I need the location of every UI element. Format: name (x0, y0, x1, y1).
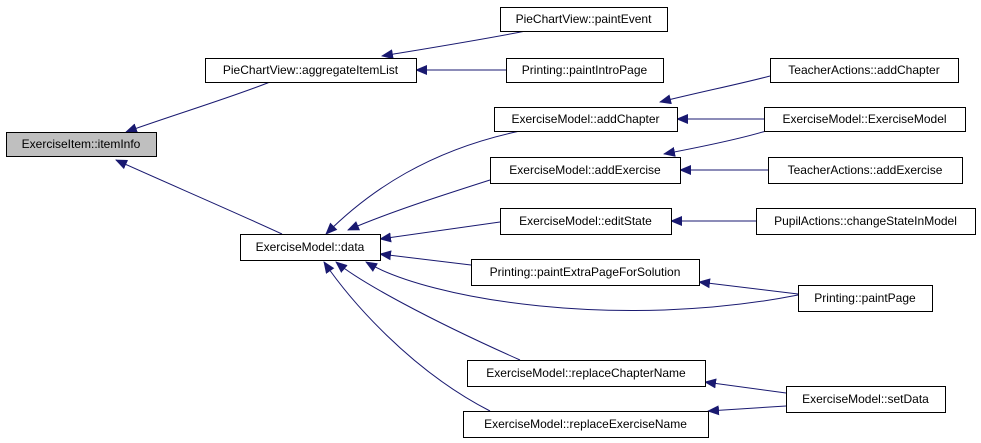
edge-arrow (659, 75, 771, 105)
node-label: ExerciseModel::editState (519, 214, 652, 228)
node-itemInfo[interactable]: ExerciseItem::itemInfo (6, 132, 157, 157)
node-taAddChapter[interactable]: TeacherActions::addChapter (770, 58, 959, 83)
edge-arrow (663, 130, 767, 157)
node-label: PieChartView::aggregateItemList (223, 63, 399, 77)
node-box[interactable] (756, 208, 976, 235)
node-paintExtraPage[interactable]: Printing::paintExtraPageForSolution (471, 259, 700, 286)
node-box[interactable] (798, 285, 933, 312)
node-box[interactable] (764, 107, 966, 132)
node-replaceChapterName[interactable]: ExerciseModel::replaceChapterName (467, 360, 706, 387)
edge-exerciseModelCtor-to-addExercise (663, 130, 767, 157)
edge-addChapter-to-data (325, 130, 521, 235)
edge-paintPage-to-data (365, 261, 799, 312)
node-addChapter[interactable]: ExerciseModel::addChapter (494, 107, 678, 132)
edge-setData-to-replaceChapterName (704, 378, 787, 394)
edge-arrow (325, 130, 521, 235)
node-addExercise[interactable]: ExerciseModel::addExercise (490, 157, 681, 184)
node-box[interactable] (463, 411, 709, 438)
node-label: PieChartView::paintEvent (516, 12, 653, 26)
node-box[interactable] (500, 208, 672, 235)
edge-addExercise-to-data (347, 179, 491, 231)
edge-editState-to-data (379, 221, 501, 243)
edge-arrow (379, 250, 472, 266)
node-setData[interactable]: ExerciseModel::setData (786, 386, 946, 413)
node-label: Printing::paintPage (814, 291, 916, 305)
node-label: Printing::paintExtraPageForSolution (490, 265, 681, 279)
edge-arrow (707, 405, 787, 416)
edge-setData-to-replaceExerciseName (707, 405, 787, 416)
edge-arrow (379, 221, 501, 243)
node-aggregateItemList[interactable]: PieChartView::aggregateItemList (205, 58, 417, 83)
node-box[interactable] (467, 360, 706, 387)
node-box[interactable] (6, 132, 157, 157)
edge-replaceExerciseName-to-data (323, 261, 491, 412)
edge-paintExtraPage-to-data (379, 250, 472, 266)
edge-arrow (381, 30, 527, 60)
node-editState[interactable]: ExerciseModel::editState (500, 208, 672, 235)
node-label: ExerciseModel::replaceChapterName (486, 366, 686, 380)
node-box[interactable] (768, 157, 963, 184)
node-box[interactable] (770, 58, 959, 83)
node-box[interactable] (240, 234, 381, 261)
node-box[interactable] (490, 157, 681, 184)
node-label: TeacherActions::addExercise (788, 163, 943, 177)
node-box[interactable] (786, 386, 946, 413)
node-label: ExerciseModel::addExercise (509, 163, 661, 177)
edge-arrow (704, 378, 787, 394)
edge-arrow (125, 81, 271, 133)
node-replaceExerciseName[interactable]: ExerciseModel::replaceExerciseName (463, 411, 709, 438)
nodes-layer: ExerciseItem::itemInfo PieChartView::aggr… (6, 7, 976, 438)
edge-paintPage-to-paintExtraPage (698, 278, 799, 295)
edge-paintEvent-to-aggregateItemList (381, 30, 527, 60)
edge-arrow (115, 159, 283, 235)
edge-data-to-itemInfo (115, 159, 283, 235)
node-paintPage[interactable]: Printing::paintPage (798, 285, 933, 312)
edges-layer (115, 30, 799, 416)
node-label: TeacherActions::addChapter (788, 63, 939, 77)
edge-arrow (347, 179, 491, 231)
node-label: ExerciseModel::data (256, 240, 365, 254)
node-paintEvent[interactable]: PieChartView::paintEvent (500, 7, 668, 32)
node-changeStateInModel[interactable]: PupilActions::changeStateInModel (756, 208, 976, 235)
edge-aggregateItemList-to-itemInfo (125, 81, 271, 133)
node-paintIntroPage[interactable]: Printing::paintIntroPage (506, 58, 664, 83)
edge-arrow (365, 261, 799, 312)
edge-taAddChapter-to-addChapter (659, 75, 771, 105)
node-data[interactable]: ExerciseModel::data (240, 234, 381, 261)
edge-arrow (335, 261, 521, 361)
edge-arrow (323, 261, 491, 412)
edge-arrow (698, 278, 799, 295)
node-box[interactable] (471, 259, 700, 286)
node-taAddExercise[interactable]: TeacherActions::addExercise (768, 157, 963, 184)
node-label: ExerciseModel::replaceExerciseName (484, 417, 687, 431)
node-label: ExerciseItem::itemInfo (22, 137, 141, 151)
node-label: ExerciseModel::addChapter (511, 112, 659, 126)
node-label: ExerciseModel::ExerciseModel (782, 112, 946, 126)
node-exerciseModelCtor[interactable]: ExerciseModel::ExerciseModel (764, 107, 966, 132)
node-label: Printing::paintIntroPage (522, 63, 648, 77)
node-box[interactable] (494, 107, 678, 132)
edge-replaceChapterName-to-data (335, 261, 521, 361)
node-box[interactable] (500, 7, 668, 32)
node-box[interactable] (205, 58, 417, 83)
node-label: ExerciseModel::setData (802, 392, 929, 406)
node-box[interactable] (506, 58, 664, 83)
node-label: PupilActions::changeStateInModel (774, 214, 957, 228)
